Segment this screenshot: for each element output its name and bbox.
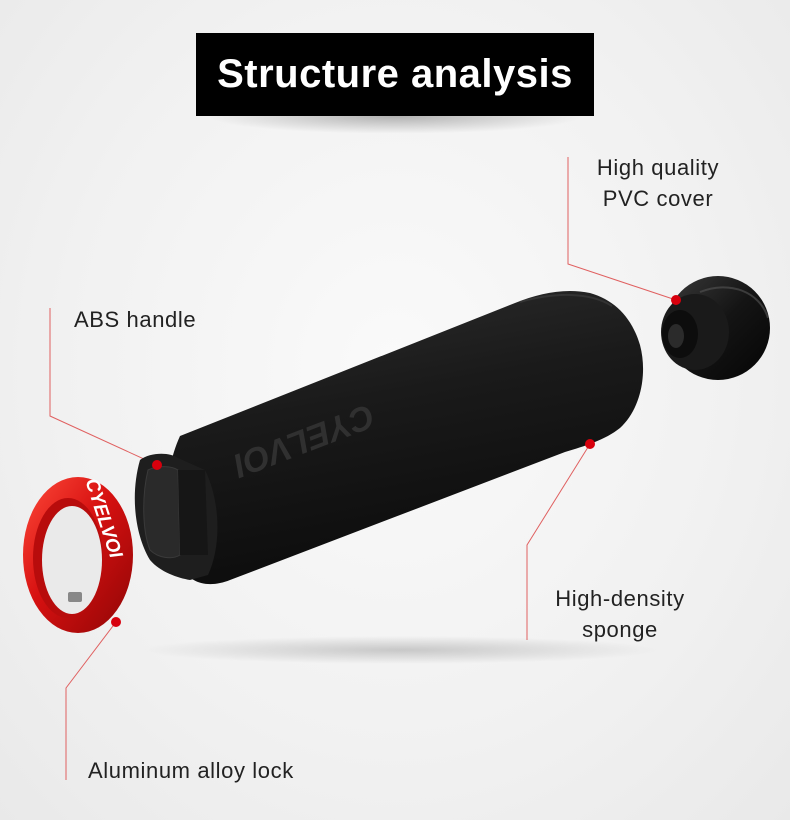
title-shadow [205, 116, 585, 134]
label-sponge: High-density sponge [540, 583, 700, 645]
label-sponge-line-1: High-density [555, 586, 685, 611]
abs-handle-end [134, 453, 218, 580]
sponge-grip: CYELVOI [166, 291, 644, 585]
pvc-end-cap [661, 276, 770, 380]
leader-lines [49, 157, 677, 780]
marker-dot-abs [152, 460, 162, 470]
lock-bolt-icon [68, 592, 82, 602]
label-pvc-cover: High quality PVC cover [578, 152, 738, 214]
label-pvc-line-1: High quality [596, 155, 720, 180]
marker-dots [111, 295, 681, 627]
leader-line-abs [49, 308, 158, 466]
leader-line-sponge [526, 443, 591, 640]
title-banner: Structure analysis [196, 33, 594, 116]
marker-dot-sponge [585, 439, 595, 449]
aluminum-lock-ring: CYELVOI [23, 476, 133, 633]
label-pvc-line-2: PVC cover [602, 186, 714, 211]
marker-dot-pvc [671, 295, 681, 305]
label-lock: Aluminum alloy lock [88, 758, 294, 783]
floor-shadow [140, 636, 660, 664]
label-abs-handle: ABS handle [74, 307, 197, 332]
marker-dot-lock [111, 617, 121, 627]
label-sponge-line-2: sponge [582, 617, 658, 642]
leader-line-lock [65, 621, 117, 780]
page-title: Structure analysis [217, 52, 573, 96]
leader-line-pvc [567, 157, 677, 301]
